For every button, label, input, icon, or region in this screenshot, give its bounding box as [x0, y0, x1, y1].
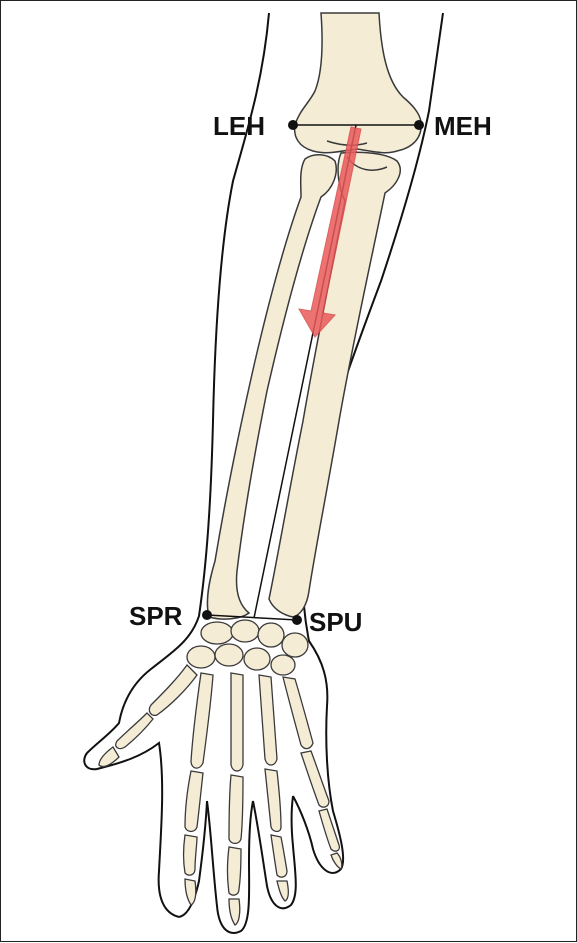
spr-point: [202, 610, 212, 620]
leh-label: LEH: [213, 111, 265, 141]
finger-bones: [184, 673, 342, 925]
spr-label: SPR: [129, 601, 183, 631]
leh-point: [288, 120, 298, 130]
spu-point: [292, 615, 302, 625]
meh-point: [414, 120, 424, 130]
carpal-bones: [187, 620, 308, 675]
meh-label: MEH: [434, 111, 492, 141]
spu-label: SPU: [309, 607, 362, 637]
